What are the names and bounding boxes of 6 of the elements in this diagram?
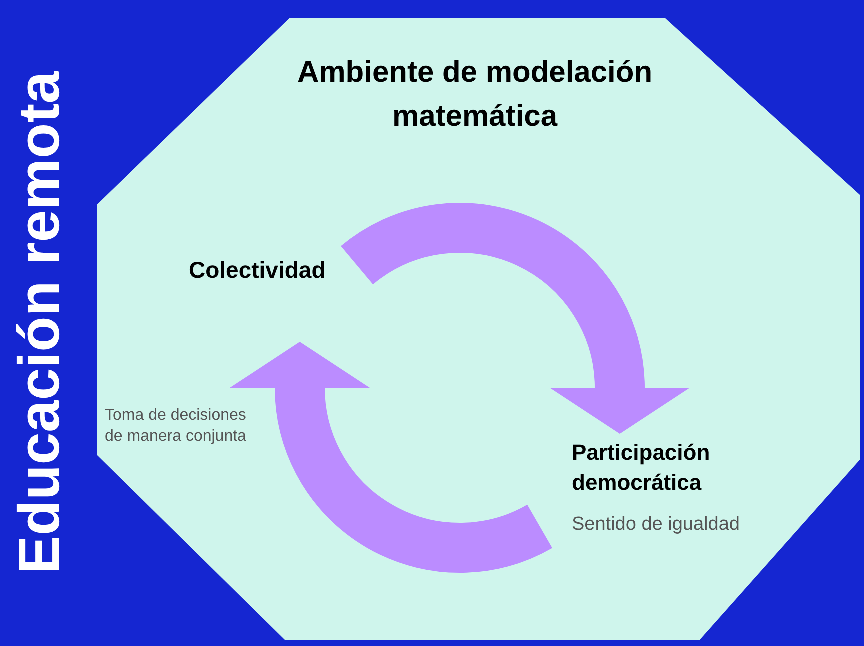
description: Toma de decisiones de manera conjunta — [105, 406, 248, 447]
description: Sentido de igualdad — [572, 513, 740, 537]
title: Ambiente de modelación matemática — [296, 55, 654, 135]
heading: Participación democrática — [572, 439, 712, 497]
vertical-title: Educación remota — [7, 72, 73, 574]
heading: Colectividad — [189, 256, 326, 285]
